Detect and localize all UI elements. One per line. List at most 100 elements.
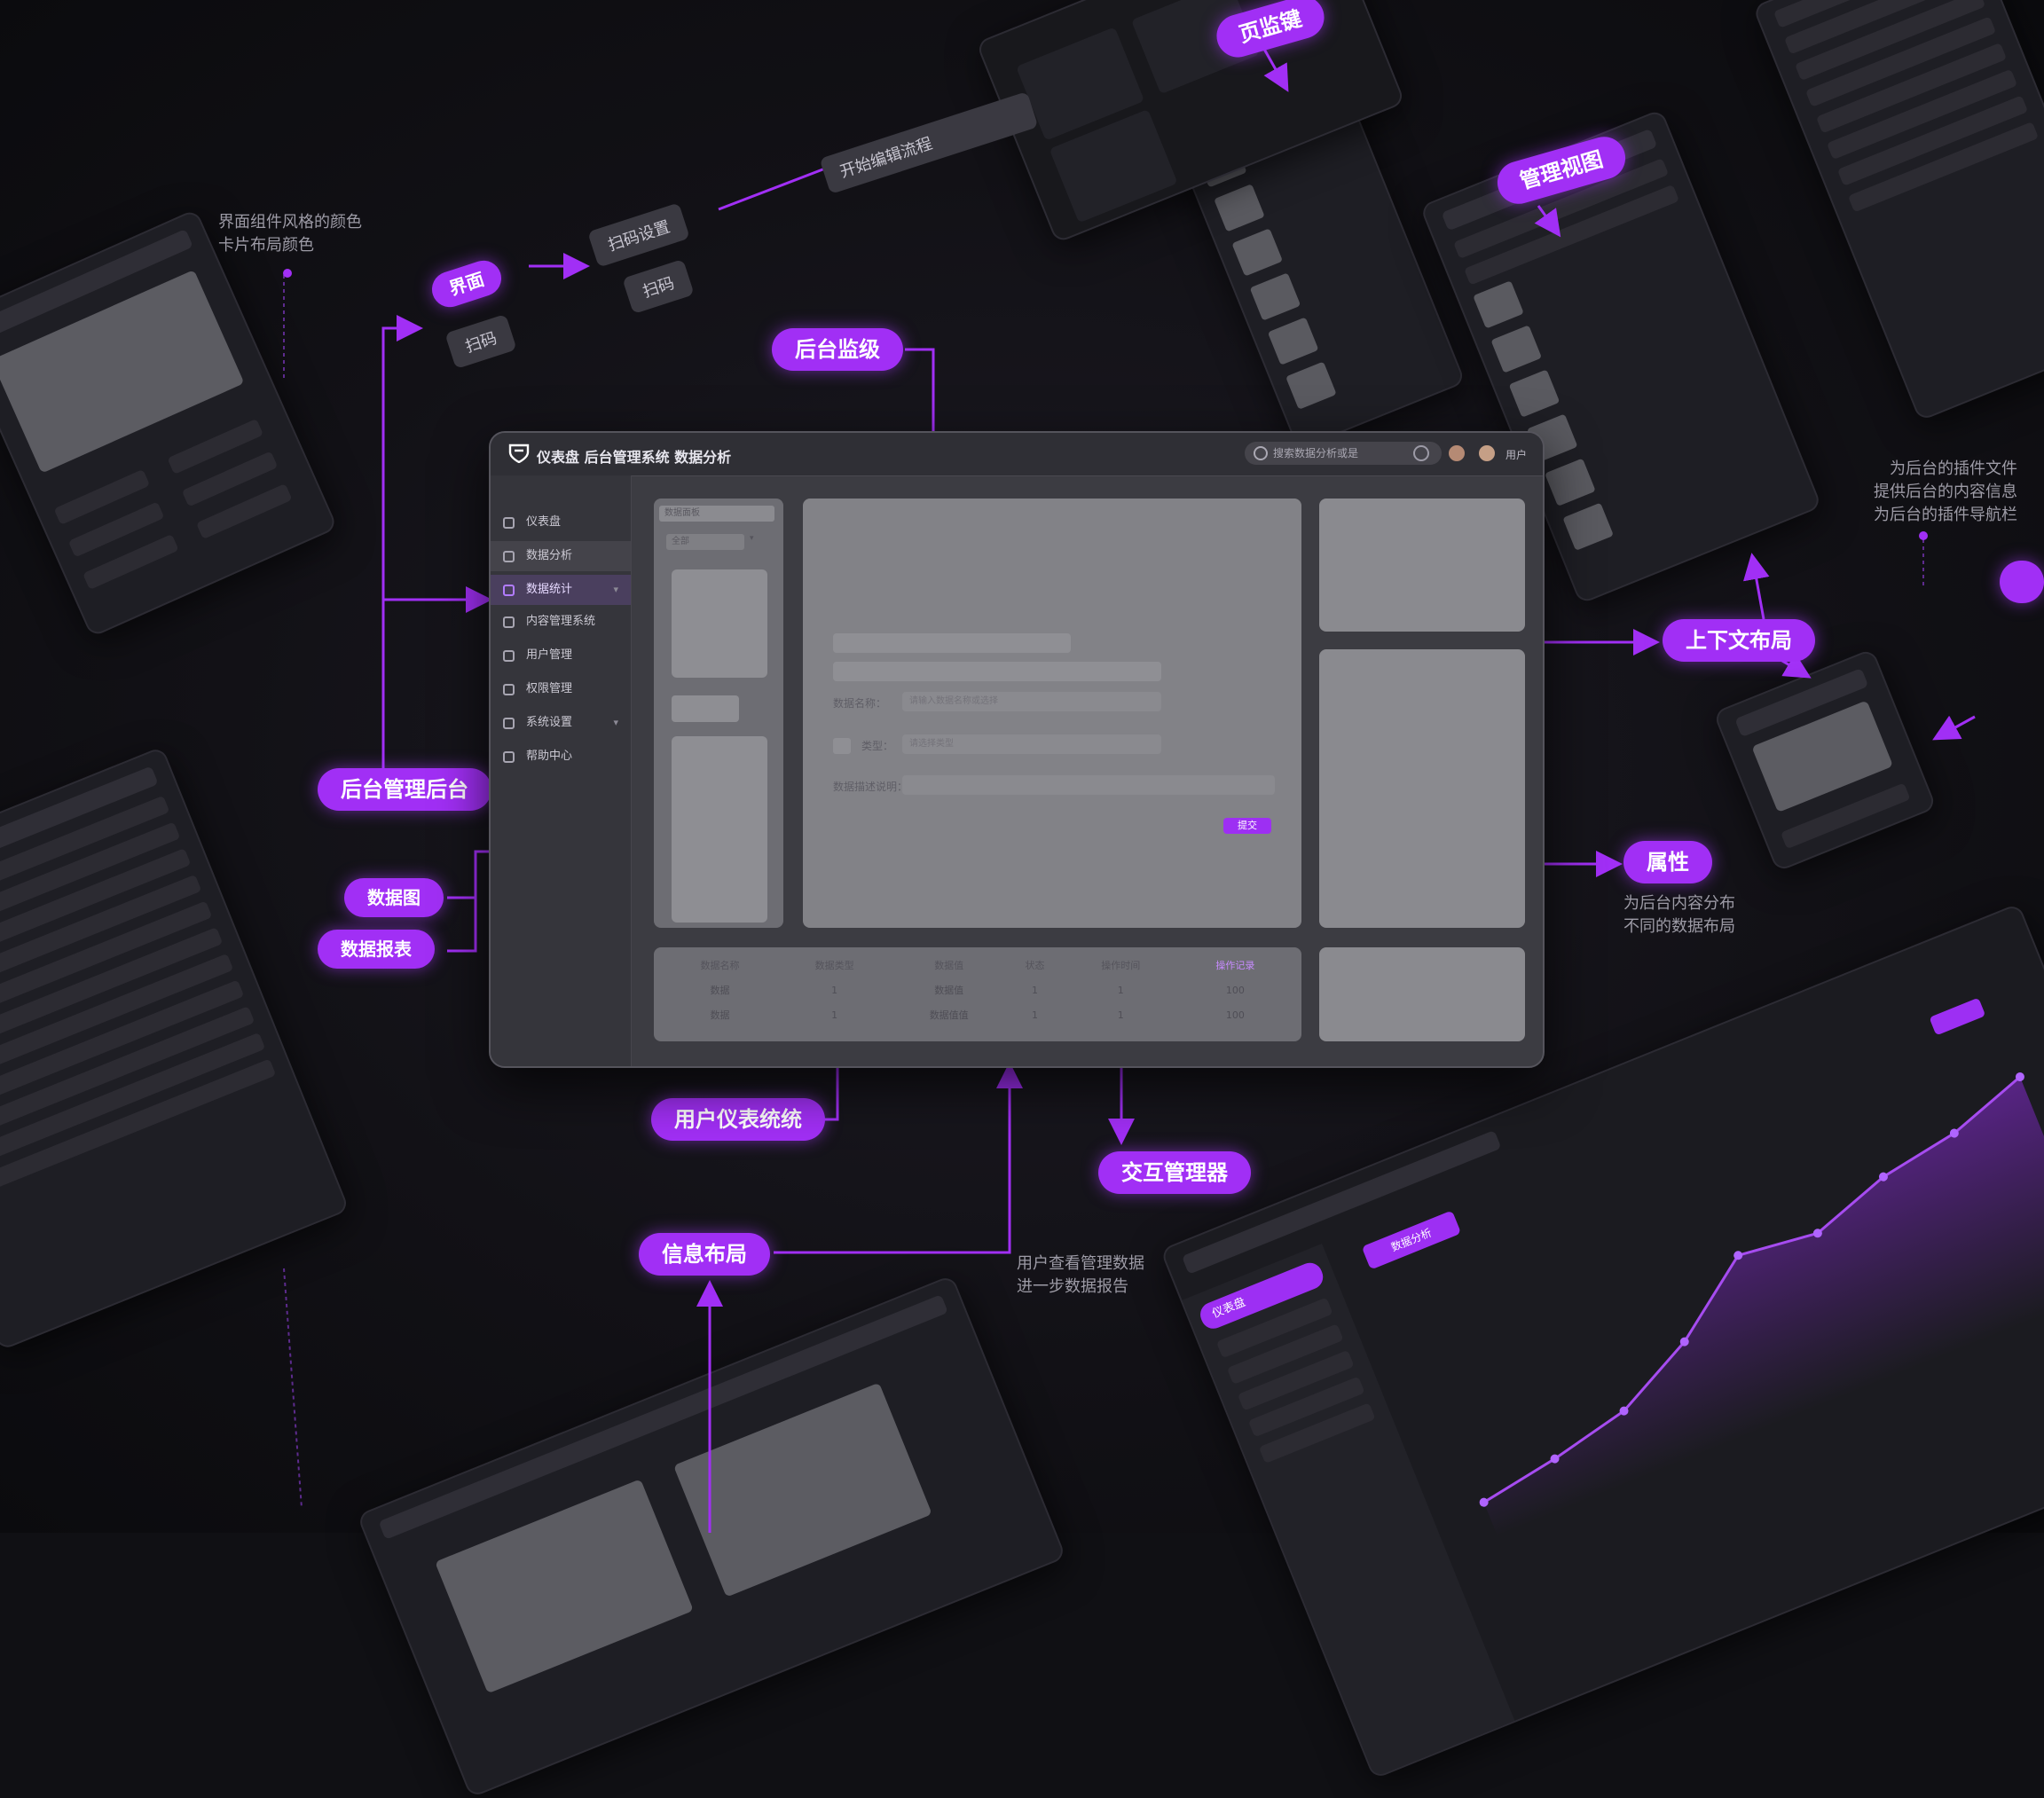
- left-panel-select[interactable]: 全部: [666, 534, 744, 550]
- table-header-cell: 数据名称: [700, 960, 740, 971]
- label-left-main[interactable]: 后台管理后台: [318, 768, 491, 811]
- user-icon: [503, 650, 515, 662]
- left-panel: 数据面板 全部 ▾: [654, 499, 783, 928]
- form-label: 数据描述说明：: [833, 781, 908, 793]
- sidebar-item[interactable]: 仪表盘: [491, 507, 631, 538]
- gear-icon: [503, 718, 515, 729]
- analytics-chart: [1479, 1072, 2044, 1536]
- table-header-cell: 操作记录: [1215, 960, 1255, 971]
- sidebar-item[interactable]: 数据统计 ▾: [491, 575, 631, 605]
- label-left-b[interactable]: 数据报表: [318, 930, 435, 969]
- sidebar-item[interactable]: 权限管理: [491, 674, 631, 704]
- main-form-panel: 数据名称： 请输入数据名称或选择 类型： 请选择类型 数据描述说明： 提交: [803, 499, 1301, 928]
- avatar[interactable]: [1449, 445, 1465, 461]
- note-bottom-mid: 用户查看管理数据 进一步数据报告: [1017, 1254, 1144, 1296]
- right-card-top: [1319, 499, 1525, 632]
- checkbox[interactable]: [833, 738, 851, 754]
- right-card-mid: [1319, 649, 1525, 928]
- dashboard-topbar: 仪表盘 后台管理系统 数据分析 搜索数据分析或是 用户: [491, 433, 1543, 476]
- table-cell: 100: [1225, 1009, 1245, 1021]
- username[interactable]: 用户: [1505, 449, 1528, 461]
- table-cell: 1: [1032, 984, 1038, 996]
- label-right-b[interactable]: 属性: [1623, 841, 1712, 883]
- form-heading-bar: [833, 633, 1071, 653]
- sidebar-item-label: 帮助中心: [526, 750, 573, 763]
- search-input[interactable]: 搜索数据分析或是: [1245, 442, 1442, 465]
- label-left-a[interactable]: 数据图: [344, 878, 444, 917]
- search-placeholder: 搜索数据分析或是: [1273, 447, 1359, 459]
- table-header-cell: 操作时间: [1101, 960, 1141, 971]
- chart-point: [1812, 1229, 1822, 1238]
- chart-point: [1733, 1251, 1743, 1260]
- home-icon: [503, 517, 515, 529]
- chart-point: [1679, 1337, 1689, 1347]
- form-subheading-bar: [833, 662, 1161, 681]
- sidebar-item[interactable]: 用户管理: [491, 640, 631, 671]
- name-field[interactable]: 请输入数据名称或选择: [902, 692, 1161, 711]
- label-right-a[interactable]: 上下文布局: [1663, 619, 1815, 662]
- sidebar-item-label: 数据统计: [526, 583, 573, 596]
- chart-point: [1949, 1128, 1959, 1138]
- shield-logo-icon: [508, 444, 530, 463]
- chart-point: [1479, 1497, 1489, 1507]
- sidebar-item-label: 系统设置: [526, 716, 573, 729]
- label-bottom-c[interactable]: 信息布局: [639, 1233, 770, 1276]
- label-bottom-b[interactable]: 交互管理器: [1098, 1151, 1251, 1194]
- central-dashboard: 仪表盘 后台管理系统 数据分析 搜索数据分析或是 用户 仪表盘数据分析数据统计 ▾…: [489, 431, 1545, 1068]
- table-cell: 1: [1117, 1009, 1124, 1021]
- sidebar-item-label: 权限管理: [526, 682, 573, 695]
- chevron-down-icon: ▾: [750, 534, 754, 543]
- label-top-center[interactable]: 后台监级: [772, 328, 903, 371]
- notification-icon[interactable]: [1413, 445, 1429, 461]
- table-cell: 1: [831, 984, 838, 996]
- chart-point: [1878, 1172, 1888, 1182]
- sidebar-item[interactable]: 帮助中心: [491, 742, 631, 772]
- table-header-cell: 数据值: [934, 960, 964, 971]
- table-header-cell: 数据类型: [814, 960, 854, 971]
- dashboard-sidebar: 仪表盘数据分析数据统计 ▾ 内容管理系统用户管理权限管理系统设置 ▾ 帮助中心: [491, 475, 632, 1066]
- help-icon: [503, 751, 515, 763]
- sidebar-item-label: 仪表盘: [526, 515, 562, 529]
- description-field[interactable]: [902, 775, 1275, 795]
- chevron-down-icon: ▾: [613, 717, 618, 728]
- chevron-down-icon: ▾: [613, 584, 618, 595]
- form-label: 数据名称：: [833, 697, 887, 710]
- label-edge-right[interactable]: [2000, 561, 2044, 603]
- sidebar-item[interactable]: 系统设置 ▾: [491, 708, 631, 738]
- table-cell: 数据: [710, 1009, 730, 1021]
- chart-point: [2015, 1072, 2024, 1081]
- form-label: 类型：: [861, 740, 894, 752]
- label-bottom-a[interactable]: 用户仪表统统: [651, 1098, 825, 1141]
- table-header-row: 数据名称 数据类型 数据值 状态 操作时间 操作记录: [663, 953, 1293, 978]
- chart-point: [1550, 1454, 1560, 1464]
- note-right-top: 为后台的插件文件 提供后台的内容信息 为后台的插件导航栏: [1874, 459, 2017, 524]
- table-header-cell: 状态: [1025, 960, 1045, 971]
- table-cell: 数据值: [934, 985, 964, 996]
- chart-area: [1483, 1076, 2044, 1536]
- left-panel-header: 数据面板: [659, 506, 774, 522]
- sidebar-item[interactable]: 内容管理系统: [491, 607, 631, 637]
- sidebar-item-label: 数据分析: [526, 549, 573, 562]
- left-panel-card: [672, 736, 767, 923]
- sidebar-item[interactable]: 数据分析: [491, 541, 631, 571]
- lock-icon: [503, 684, 515, 695]
- type-field[interactable]: 请选择类型: [902, 734, 1161, 754]
- note-top-left: 界面组件风格的颜色 卡片布局颜色: [218, 213, 362, 255]
- right-card-bottom: [1319, 947, 1525, 1041]
- stats-icon: [503, 585, 515, 596]
- content-icon: [503, 616, 515, 628]
- sidebar-item-label: 内容管理系统: [526, 615, 596, 628]
- avatar[interactable]: [1479, 445, 1495, 461]
- table-cell: 数据值值: [929, 1009, 969, 1021]
- panel-bottom-analytics: 仪表盘 数据分析: [1160, 902, 2044, 1780]
- chart-icon: [503, 551, 515, 562]
- submit-button[interactable]: 提交: [1223, 818, 1271, 834]
- sidebar-item-label: 用户管理: [526, 648, 573, 662]
- table-cell: 100: [1225, 984, 1245, 996]
- app-title: 仪表盘 后台管理系统 数据分析: [537, 449, 732, 466]
- left-panel-card: [672, 569, 767, 678]
